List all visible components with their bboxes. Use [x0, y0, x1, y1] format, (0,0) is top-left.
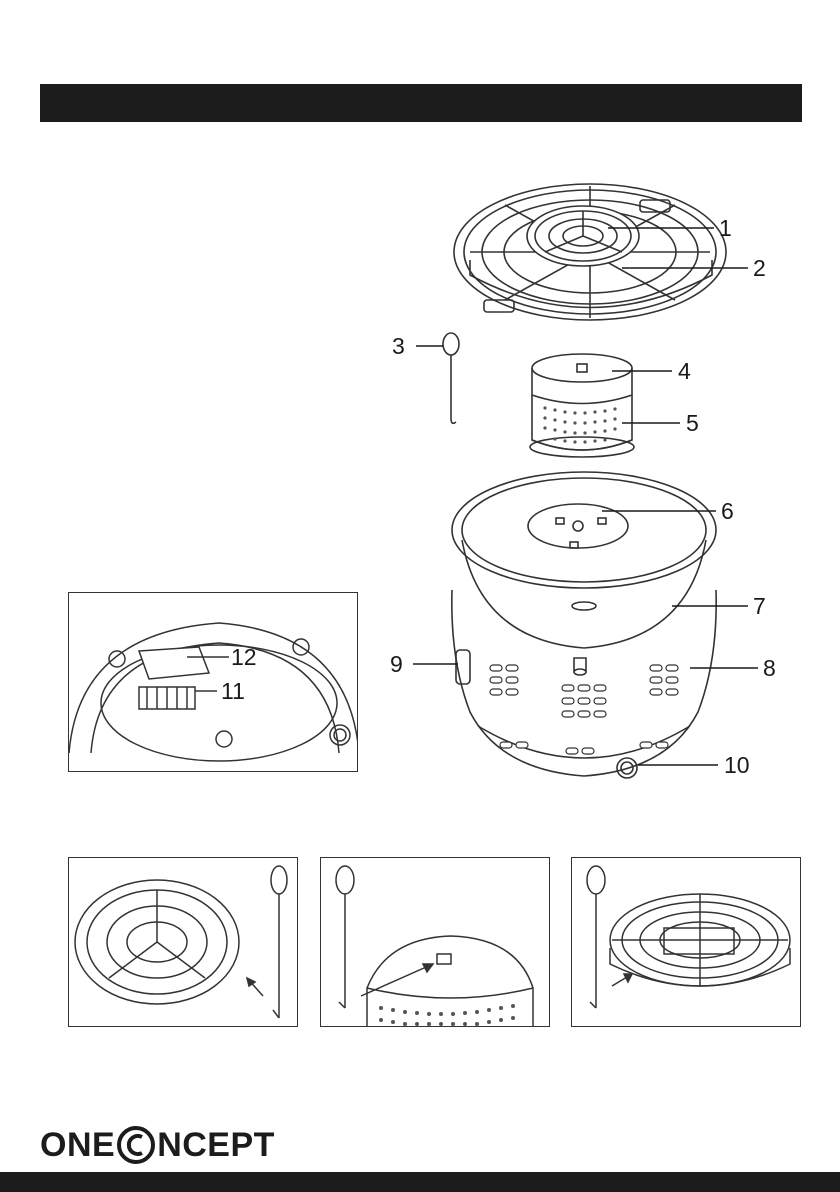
callout-1: 1	[719, 215, 732, 241]
callout-3: 3	[392, 333, 405, 359]
callout-7: 7	[753, 593, 766, 619]
base-vents	[490, 665, 678, 754]
usage-panel-container	[320, 857, 550, 1027]
brand-logo: ONE NCEPT	[40, 1122, 275, 1168]
usage-drawing-2	[321, 858, 549, 1026]
usage-drawing-1	[69, 858, 297, 1026]
bottom-view-drawing: 12 11	[69, 593, 357, 771]
callout-8: 8	[763, 655, 776, 681]
callout-6: 6	[721, 498, 734, 524]
brand-text-left: ONE	[40, 1126, 115, 1165]
grate-tool	[443, 333, 459, 423]
bottom-view-panel: 12 11	[68, 592, 358, 772]
callout-2: 2	[753, 255, 766, 281]
usage-drawing-3	[572, 858, 800, 1026]
usage-panel-grill	[571, 857, 801, 1027]
brand-ring-icon	[116, 1125, 156, 1165]
callout-10: 10	[724, 752, 750, 778]
brand-text-right: NCEPT	[157, 1126, 275, 1165]
inner-bowl	[452, 472, 716, 648]
charcoal-container	[530, 354, 634, 457]
callout-4: 4	[678, 358, 691, 384]
callout-9: 9	[390, 651, 403, 677]
usage-panel-grate	[68, 857, 298, 1027]
charcoal-grate	[527, 206, 639, 266]
callout-11: 11	[221, 678, 245, 704]
callout-5: 5	[686, 410, 699, 436]
callout-12: 12	[231, 644, 257, 670]
footer-bar	[0, 1172, 840, 1192]
